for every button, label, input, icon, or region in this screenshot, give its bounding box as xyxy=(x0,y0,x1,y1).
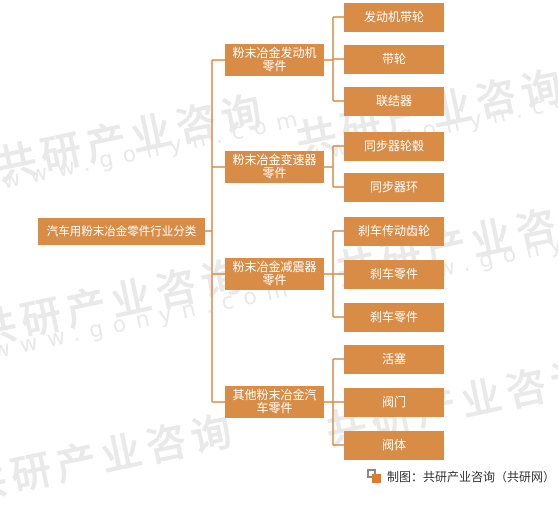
leaf-node: 刹车传动齿轮 xyxy=(344,217,444,246)
category-transmission-parts: 粉末冶金变速器零件 xyxy=(225,151,324,183)
leaf-node: 带轮 xyxy=(344,45,444,74)
leaf-node: 同步器轮毂 xyxy=(344,132,444,161)
category-engine-parts: 粉末冶金发动机零件 xyxy=(225,44,324,76)
leaf-node: 联结器 xyxy=(344,87,444,116)
gonyn-logo-icon xyxy=(367,469,381,483)
leaf-node: 刹车零件 xyxy=(344,260,444,289)
leaf-node: 阀门 xyxy=(344,388,444,417)
tree-connectors xyxy=(205,16,344,446)
category-shock-absorber-parts: 粉末冶金减震器零件 xyxy=(225,258,324,290)
root-node: 汽车用粉末冶金零件行业分类 xyxy=(38,218,205,245)
leaf-node: 活塞 xyxy=(344,345,444,374)
source-credit: 制图：共研产业咨询（共研网） xyxy=(367,468,555,484)
leaf-node: 阀体 xyxy=(344,431,444,460)
leaf-node: 刹车零件 xyxy=(344,303,444,332)
leaf-node: 同步器环 xyxy=(344,173,444,202)
category-other-auto-parts: 其他粉末冶金汽车零件 xyxy=(225,386,324,418)
credit-text: 制图：共研产业咨询（共研网） xyxy=(387,469,556,484)
leaf-node: 发动机带轮 xyxy=(344,3,444,32)
